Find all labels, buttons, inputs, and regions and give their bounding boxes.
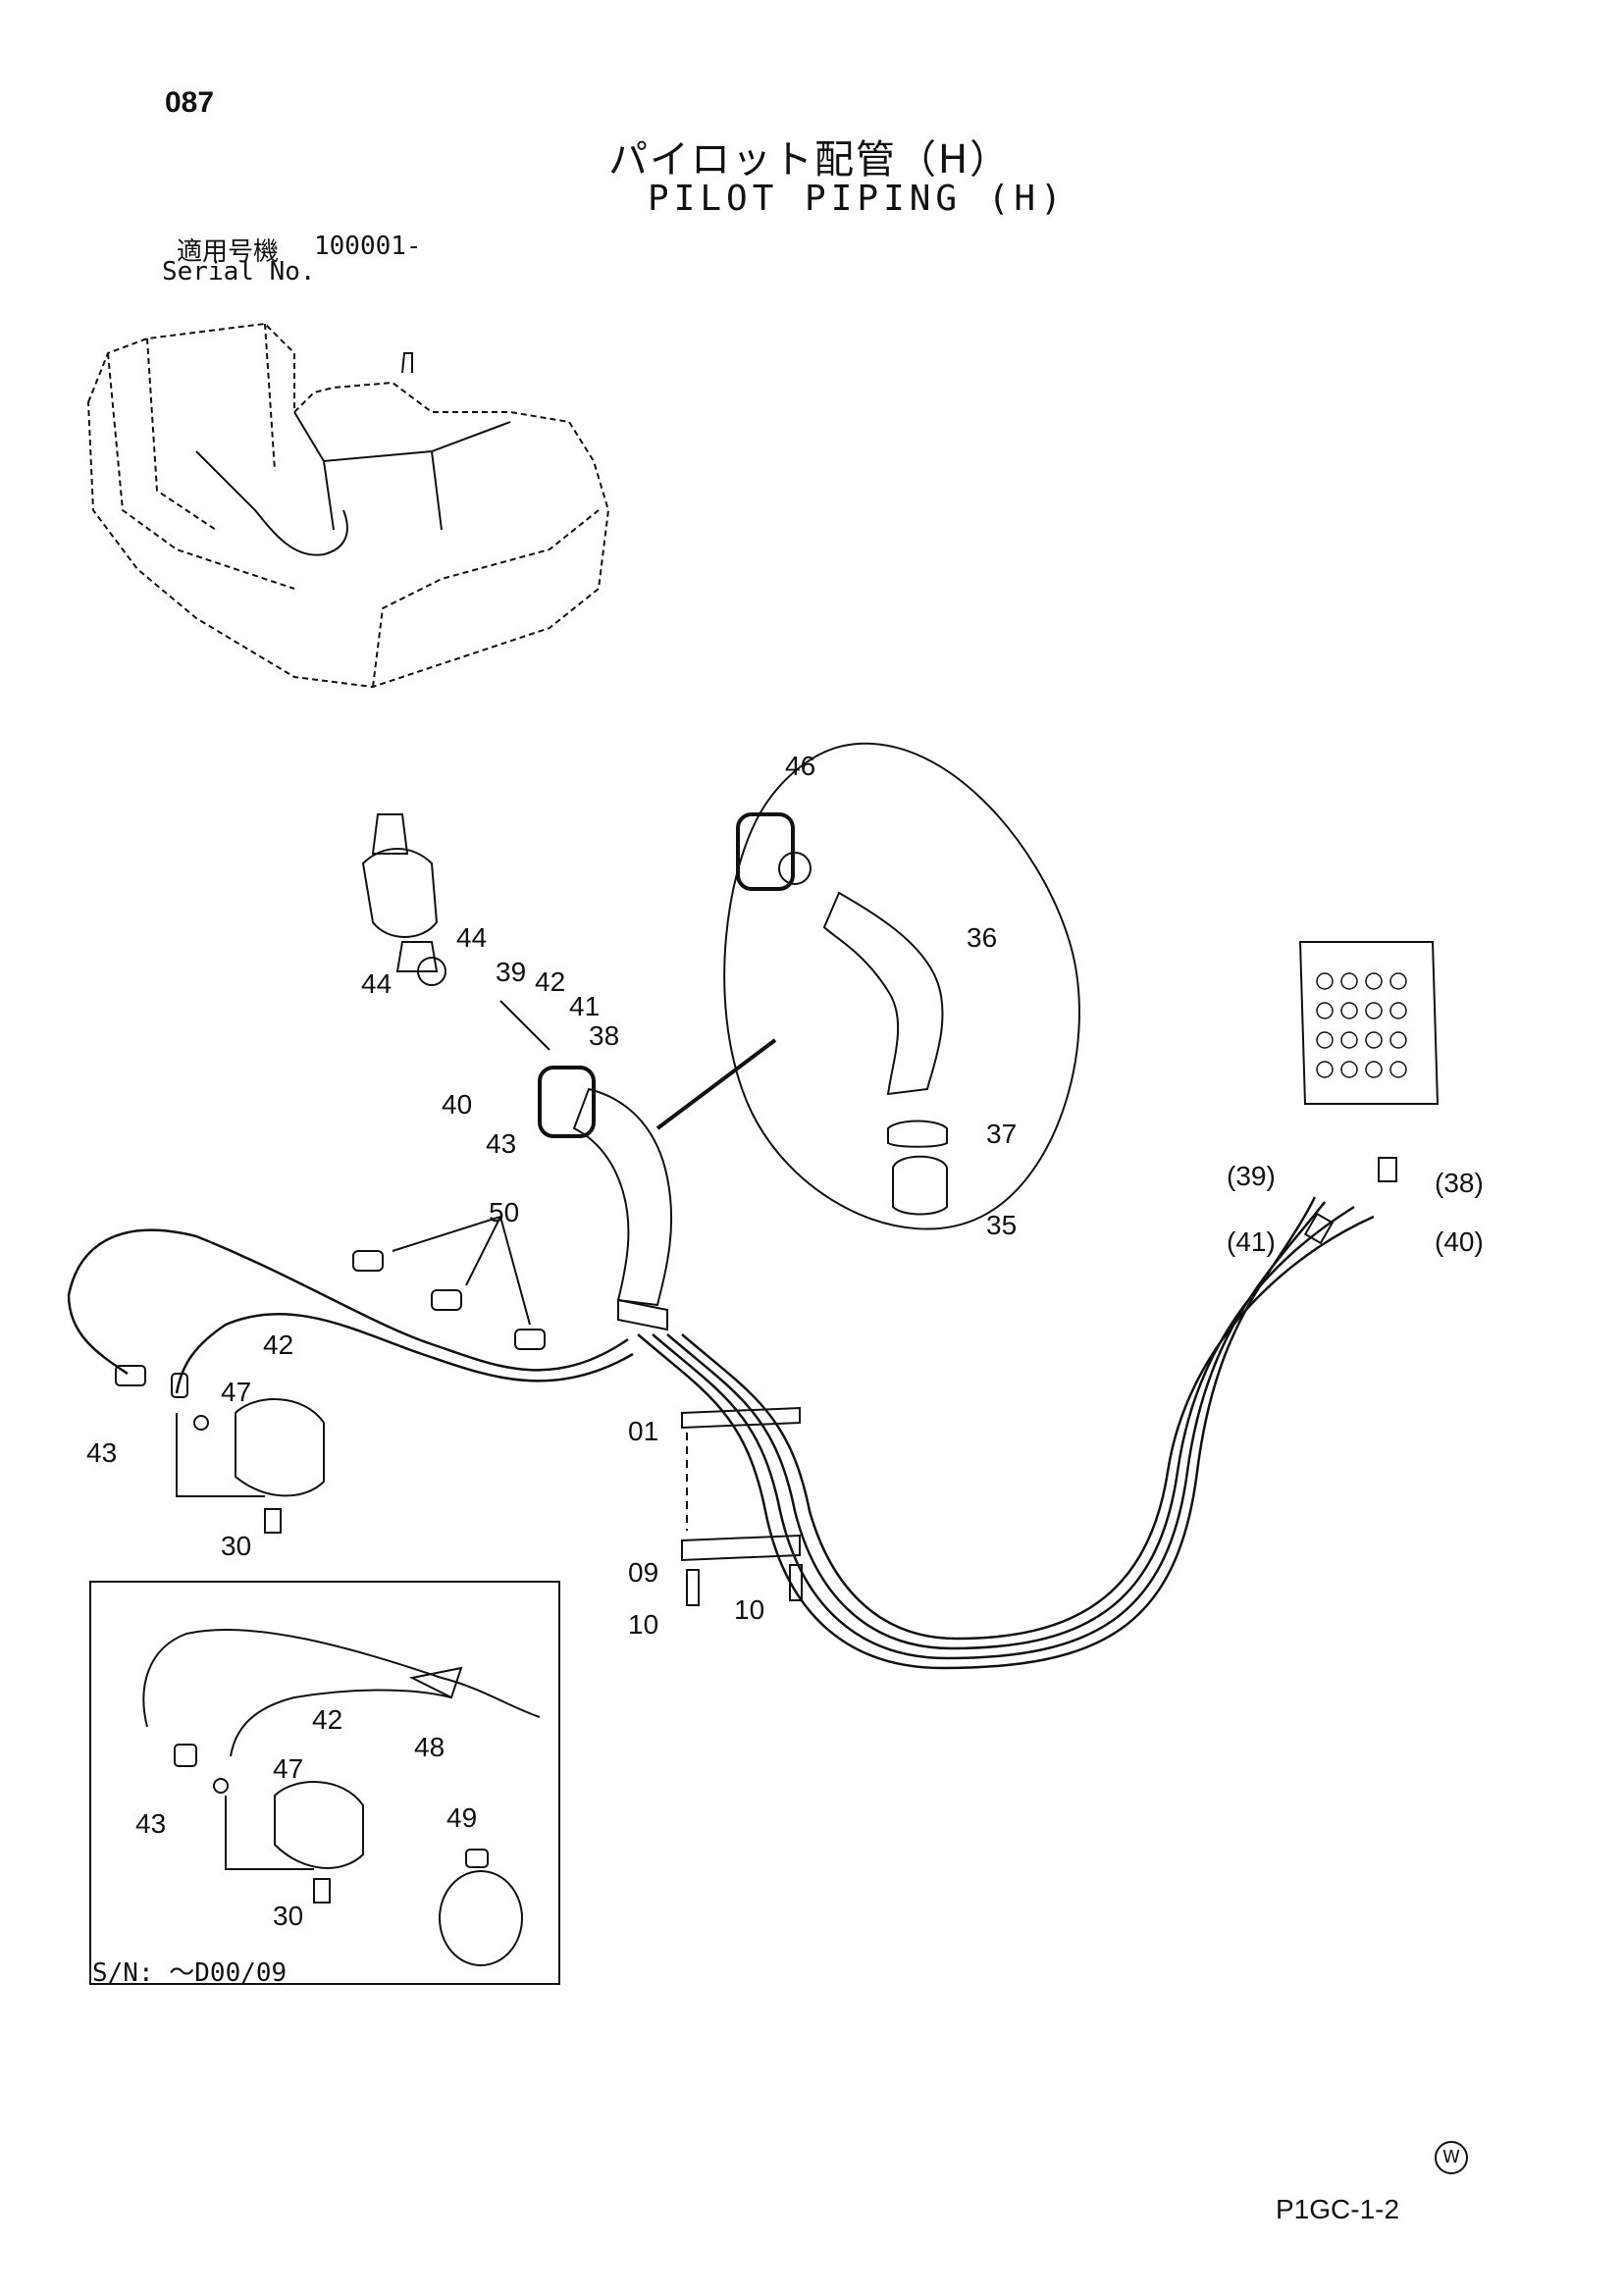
watermark-w-icon: W [1435,2141,1468,2174]
page-number: 087 [165,86,215,119]
bolt-10a [686,1569,700,1606]
bolt-10b [789,1564,803,1601]
callout-37: 37 [986,1119,1017,1149]
serial-value: 100001- [314,232,422,261]
callout-44-lower: 44 [361,968,392,999]
inset-callout-42: 42 [312,1704,342,1735]
callout-01: 01 [628,1416,658,1446]
callout-42: 42 [535,966,565,997]
callout-40-ref: (40) [1435,1226,1484,1257]
inset-callout-49: 49 [446,1802,477,1833]
callout-labels: 46 36 37 35 44 44 39 42 41 38 40 43 50 4… [86,751,1484,1931]
callout-30: 30 [221,1531,251,1561]
callout-10-right: 10 [734,1594,764,1625]
inset-callout-48: 48 [414,1732,445,1762]
callout-38: 38 [589,1020,619,1051]
callout-47: 47 [221,1377,251,1407]
fitting-30 [264,1508,282,1534]
inset-variant [89,1581,560,1985]
grommet-46 [736,812,795,891]
inset-callout-43: 43 [135,1808,166,1839]
callout-44-upper: 44 [456,922,487,953]
clamp-37 [887,1120,948,1148]
callout-43-main: 43 [86,1437,117,1468]
fitting-block-44 [417,957,446,986]
callout-35: 35 [986,1210,1017,1240]
callout-41-ref: (41) [1227,1226,1276,1257]
callout-50: 50 [489,1197,519,1227]
band-49 [439,1870,523,1966]
callout-40: 40 [442,1089,472,1120]
hose-36 [822,891,944,1096]
callout-46: 46 [785,751,815,781]
grommet-hose-assembly [499,1000,673,1331]
control-valve [1298,941,1440,1245]
page-title-english: PILOT PIPING (H) [648,179,1067,219]
stay-plates [681,1406,803,1606]
cover-35 [892,1155,948,1216]
hose-bundle [67,1196,1375,1670]
callout-39: 39 [496,957,526,987]
callout-09: 09 [628,1557,658,1588]
figure-code: P1GC-1-2 [1276,2194,1400,2224]
callout-36: 36 [967,922,997,953]
inset-callout-30: 30 [273,1901,303,1931]
serial-label-english: Serial No. [162,257,316,287]
callout-38-ref: (38) [1435,1168,1484,1198]
serial-label-japanese: 適用号機 [177,237,280,267]
callout-42-main: 42 [263,1330,293,1360]
pilot-valve [361,813,446,986]
pump-assembly [115,1365,325,1534]
clamp-set-50 [352,1216,546,1350]
callout-10-left: 10 [628,1609,658,1640]
page-title-japanese: パイロット配管（H） [608,137,1012,183]
inset-callout-47: 47 [273,1753,303,1784]
excavator-overview [86,322,610,689]
detail-callout [655,743,1080,1230]
callout-39-ref: (39) [1227,1161,1276,1191]
callout-43: 43 [486,1128,516,1159]
inset-serial-range: S/N: ～D00/09 [92,1958,288,1988]
callout-41: 41 [569,991,600,1021]
